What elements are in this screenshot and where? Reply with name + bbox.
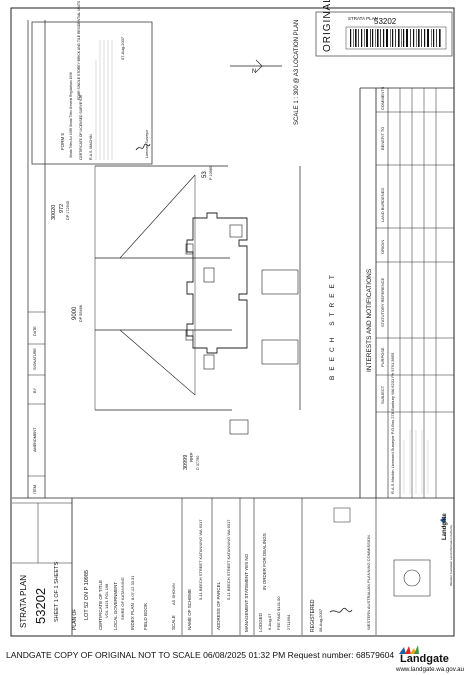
- plan-of-label: PLAN OF: [72, 609, 78, 630]
- interests-title: INTERESTS AND NOTIFICATIONS: [366, 268, 373, 372]
- lot-9000-ref: DP 55466: [79, 305, 83, 322]
- amend-header-amendment: AMENDMENT: [33, 427, 37, 452]
- amendments-column: ITEM AMENDMENT BY SIGNATURE DATE: [27, 20, 46, 498]
- north-label: N: [252, 69, 256, 75]
- scale-label: SCALE: [171, 615, 176, 630]
- surveyor-description: FOUR SINGLE STOREY BRICK AND TILE RESIDE…: [77, 0, 81, 100]
- original-stamp: ORIGINAL STRATA PLAN 53202: [315, 0, 453, 57]
- street-name: BEECH STREET: [329, 270, 336, 380]
- index-plan-label: INDEX PLAN: [130, 603, 135, 630]
- interests-header-subject: SUBJECT: [380, 385, 385, 404]
- surveyor-stamp-text: R.A.S Machin Licensed Surveyor P.O.Box 2…: [390, 352, 395, 494]
- landgate-url: www.landgate.wa.gov.au: [396, 666, 464, 673]
- amend-header-signature: SIGNATURE: [33, 348, 37, 370]
- registered-date: 08-Aug-2007: [318, 608, 323, 632]
- in-order-for-dealings: IN ORDER FOR DEALINGS: [262, 533, 267, 590]
- landgate-small-logo: Landgate: [442, 513, 448, 540]
- original-stamp-text: ORIGINAL: [322, 0, 333, 52]
- lot-9000: 9000: [72, 306, 78, 320]
- scheme-name-value: 5-11 BEECH STREET KATANNING WA 6317: [198, 519, 203, 600]
- management-statement: MANAGEMENT STATEMENT YES NO: [244, 553, 249, 632]
- lot-30999-ref: D 37790: [196, 456, 200, 470]
- barcode: [350, 29, 441, 47]
- interests-header-statutory-reference: STATUTORY REFERENCE: [380, 277, 385, 327]
- scale-value: AS SHOWN: [171, 583, 176, 605]
- lot-30020: 30020: [51, 205, 57, 220]
- cadastral-drawing: 9000 DP 55466 30020 972 DP 172945 53 P 1…: [51, 165, 336, 470]
- seal-stamp: [333, 507, 351, 523]
- wa-planning-commission: WESTERN AUSTRALIAN PLANNING COMMISSION: [366, 535, 371, 630]
- landgate-logo-text: Landgate: [400, 653, 449, 665]
- lot-30999-sub: RRP: [189, 452, 194, 462]
- surveyor-cert-title: CERTIFICATE OF LICENSED SURVEYOR: [79, 94, 83, 160]
- scheme-name-label: NAME OF SCHEME: [187, 589, 192, 630]
- lot-30999: 30999: [183, 455, 189, 470]
- interests-header-benefit-to: BENEFIT TO: [380, 127, 385, 150]
- cert-title-label: CERTIFICATE OF TITLE: [98, 580, 103, 630]
- surveyor-signature: [135, 143, 151, 151]
- plan-drawing: STRATA PLAN 53202 SHEET 1 OF 1 SHEETS PL…: [10, 0, 455, 637]
- surveyor-certificate: FORM 5 Strata Titles Act 1985 Strata Tit…: [31, 0, 153, 165]
- field-book-label: FIELD BOOK: [143, 603, 148, 630]
- interests-header-purpose: PURPOSE: [380, 347, 385, 367]
- surveyor-name: R.A.S. MACHIN: [89, 134, 93, 160]
- stamp-strata-number: 53202: [374, 17, 397, 26]
- approval-stamp-box: [393, 559, 431, 597]
- stamp-strata-title: STRATA PLAN: [348, 16, 378, 21]
- landgate-small-subtitle: Western Australian Land Information Auth…: [449, 525, 453, 586]
- cert-title-value: VOL 1421 FOL 168: [104, 583, 109, 618]
- form-number: FORM 5: [60, 133, 65, 150]
- sheet-border: [10, 7, 455, 637]
- location-plan-scale: SCALE 1 : 300 @ A3 LOCATION PLAN: [294, 20, 300, 125]
- surveyor-stamp: R.A.S Machin Licensed Surveyor P.O.Box 2…: [390, 352, 429, 494]
- fee-paid: FEE PAID $141.00: [276, 596, 281, 630]
- copy-notice: LANDGATE COPY OF ORIGINAL NOT TO SCALE 0…: [6, 650, 395, 660]
- strata-plan-title: STRATA PLAN: [19, 575, 28, 628]
- north-arrow: N: [230, 59, 282, 75]
- amend-header-by: BY: [33, 387, 37, 393]
- lot-972-ref: DP 172945: [66, 201, 70, 220]
- landgate-logo-icon: [399, 645, 419, 654]
- index-plan-value: 8.07.12 33.31: [130, 575, 135, 600]
- local-gov-value: SHIRE OF KATANNING: [120, 577, 125, 620]
- landgate-logo: Landgate www.landgate.wa.gov.au: [390, 644, 464, 674]
- landgate-footer: LANDGATE COPY OF ORIGINAL NOT TO SCALE 0…: [0, 640, 464, 675]
- form-act: Strata Titles Act 1985 Strata Titles Gen…: [69, 72, 73, 158]
- licensed-surveyor-label: Licensed Surveyor: [145, 129, 149, 158]
- parcel-address-label: ADDRESS OF PARCEL: [216, 581, 221, 630]
- building-footprint: [186, 212, 248, 354]
- lot-53-ref: P 10985: [209, 166, 213, 180]
- lodged-label: LODGED: [258, 612, 263, 632]
- parcel-address-value: 5-11 BEECH STREET KATANNING WA 6317: [226, 519, 231, 600]
- registrar-signature: [329, 607, 353, 613]
- plan-of-value: LOT 52 ON P 10985: [84, 570, 90, 620]
- strata-plan-sheet: STRATA PLAN 53202 SHEET 1 OF 1 SHEETS PL…: [10, 0, 455, 637]
- strata-plan-number: 53202: [33, 588, 48, 624]
- interests-header-origin: ORIGIN: [380, 240, 385, 254]
- lot-53: 53: [202, 171, 208, 178]
- lodged-date: 6-Aug-07: [267, 613, 272, 630]
- lodged-number: 2711694: [286, 614, 291, 630]
- interests-header-land-burdened: LAND BURDENED: [380, 188, 385, 222]
- local-gov-label: LOCAL GOVERNMENT: [113, 582, 118, 630]
- title-block: STRATA PLAN 53202 SHEET 1 OF 1 SHEETS PL…: [12, 497, 454, 635]
- amend-header-date: DATE: [33, 326, 37, 336]
- lot-972: 972: [59, 204, 65, 213]
- surveyor-date: 07-Aug-2007: [120, 36, 125, 60]
- sheet-count: SHEET 1 OF 1 SHEETS: [54, 562, 60, 622]
- interests-header-comments: COMMENTS: [380, 86, 385, 110]
- amend-header-item: ITEM: [33, 485, 37, 494]
- interests-table: INTERESTS AND NOTIFICATIONS SUBJECT PURP…: [359, 86, 454, 498]
- landgate-small-mark: [440, 516, 446, 524]
- registered-label: REGISTERED: [310, 599, 316, 632]
